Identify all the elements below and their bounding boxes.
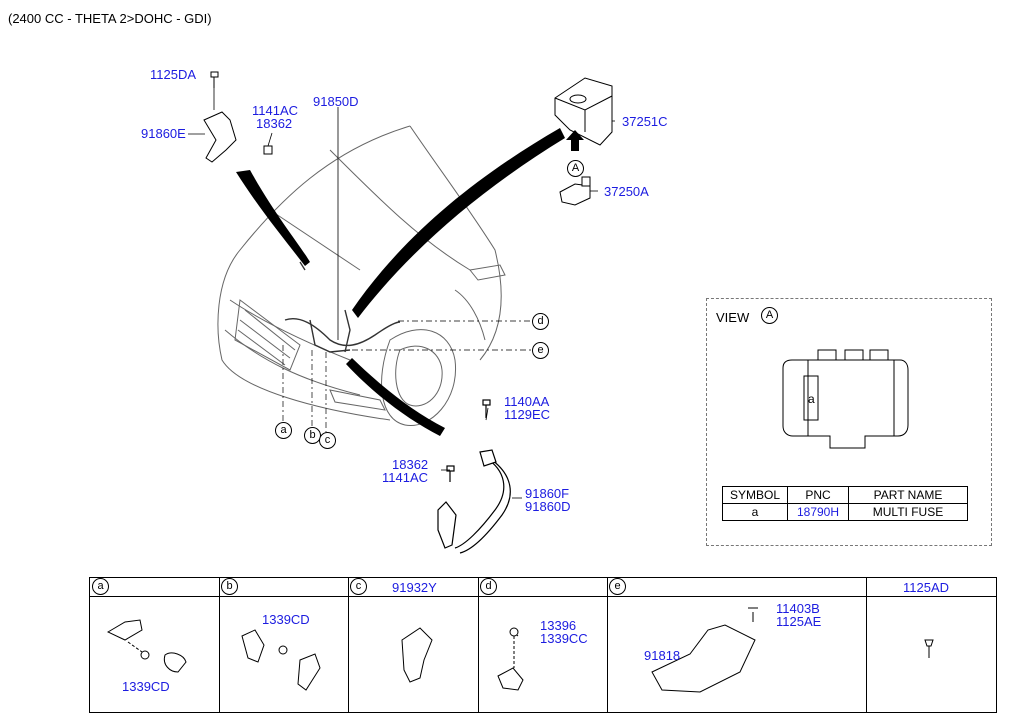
marker-d[interactable]: d <box>532 313 549 330</box>
symbol-header: SYMBOL <box>722 486 788 504</box>
col-divider <box>607 578 608 712</box>
view-title: VIEW <box>716 310 750 325</box>
part-label-18362-b: 18362 <box>392 457 429 472</box>
marker-e[interactable]: e <box>532 342 549 359</box>
ground-cable <box>437 399 511 554</box>
part-label-1129ec: 1129EC <box>504 407 551 422</box>
table-part-1125ae[interactable]: 1125AE <box>776 614 822 629</box>
col-divider <box>219 578 220 712</box>
table-marker-d: d <box>480 578 497 595</box>
table-part-13396[interactable]: 13396 <box>540 618 577 633</box>
col-divider <box>478 578 479 712</box>
table-part-1339cd-b[interactable]: 1339CD <box>262 612 310 627</box>
table-marker-b: b <box>221 578 238 595</box>
table-header-part-1125ad[interactable]: 1125AD <box>903 580 950 595</box>
detail-table <box>89 577 997 713</box>
part-label-91860e: 91860E <box>141 126 186 141</box>
marker-b[interactable]: b <box>304 427 321 444</box>
part-label-1141ac: 1141AC <box>252 103 299 118</box>
part-label-37251c: 37251C <box>622 114 668 129</box>
table-marker-a: a <box>92 578 109 595</box>
sensor-37250a <box>559 176 591 206</box>
part-label-91860d: 91860D <box>525 499 571 514</box>
table-marker-c: c <box>350 578 367 595</box>
table-part-1339cc[interactable]: 1339CC <box>540 631 588 646</box>
car-outline <box>217 125 506 427</box>
part-label-91850d: 91850D <box>313 94 359 109</box>
table-part-1339cd-a[interactable]: 1339CD <box>122 679 170 694</box>
view-a-panel <box>706 298 992 546</box>
table-header-part-91932y[interactable]: 91932Y <box>392 580 437 595</box>
pnc-cell[interactable]: 18790H <box>787 503 849 521</box>
part-name-cell: MULTI FUSE <box>848 503 968 521</box>
table-part-11403b[interactable]: 11403B <box>776 601 820 616</box>
bracket-91860e <box>203 71 273 163</box>
part-label-18362: 18362 <box>256 116 293 131</box>
part-name-header: PART NAME <box>848 486 968 504</box>
pnc-header: PNC <box>787 486 849 504</box>
engine-spec-title: (2400 CC - THETA 2>DOHC - GDI) <box>8 11 212 26</box>
table-marker-e: e <box>609 578 626 595</box>
reference-dash-lines <box>282 320 532 432</box>
bottom-part-drawings <box>106 607 934 693</box>
multi-fuse-drawing <box>782 349 909 449</box>
fuse-symbol-label: a <box>808 392 815 406</box>
table-part-91818[interactable]: 91818 <box>644 648 681 663</box>
symbol-table: SYMBOL PNC PART NAME a 18790H MULTI FUSE <box>722 486 968 521</box>
part-label-1141ac-b: 1141AC <box>382 470 429 485</box>
symbol-cell: a <box>722 503 788 521</box>
part-label-1125da: 1125DA <box>150 67 197 82</box>
view-ref-marker: A <box>761 307 778 324</box>
marker-view-a[interactable]: A <box>567 160 584 177</box>
part-label-1140aa: 1140AA <box>504 394 550 409</box>
detail-table-header-row <box>90 578 996 597</box>
part-label-37250a: 37250A <box>604 184 649 199</box>
module-37251c <box>554 77 613 146</box>
col-divider <box>866 578 867 712</box>
marker-a[interactable]: a <box>275 422 292 439</box>
col-divider <box>348 578 349 712</box>
marker-c[interactable]: c <box>319 432 336 449</box>
part-label-91860f: 91860F <box>525 486 570 501</box>
harness-wires <box>284 261 401 353</box>
